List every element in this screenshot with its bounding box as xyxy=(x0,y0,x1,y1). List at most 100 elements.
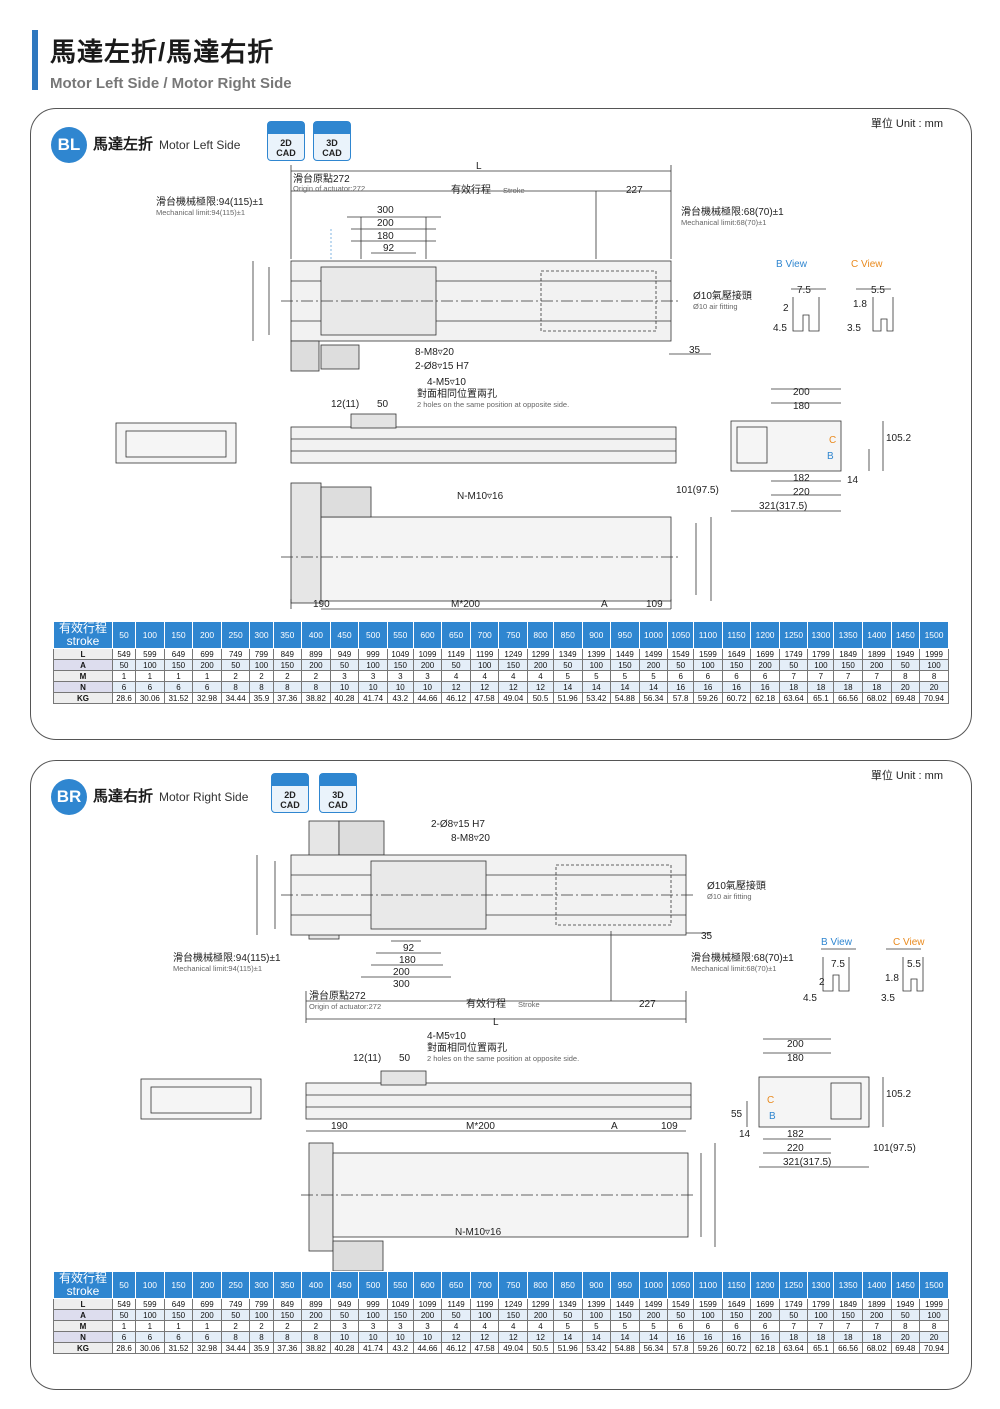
holes-note: 4-M5▿10 xyxy=(427,1031,466,1042)
table-cell: 949 xyxy=(329,648,360,660)
table-cell: 200 xyxy=(638,1309,669,1321)
tap-8-m8: 8-M8▿20 xyxy=(451,833,490,844)
table-cell: 100 xyxy=(358,1309,388,1321)
section-title-zh: 馬達右折 xyxy=(93,788,154,805)
table-cell: 70.94 xyxy=(919,692,949,704)
stroke-header-cell: 200 xyxy=(192,621,222,649)
table-cell: 50 xyxy=(890,659,921,671)
table-cell: 70.94 xyxy=(919,1342,949,1354)
table-cell: 32.98 xyxy=(192,1342,222,1354)
table-cell: 57.8 xyxy=(667,692,695,704)
table-cell: 62.18 xyxy=(750,692,780,704)
dim-300: 300 xyxy=(377,205,394,216)
table-cell: 57.8 xyxy=(667,1342,695,1354)
stroke-header-cell: 50 xyxy=(111,1271,137,1299)
mech-limit-left-en: Mechanical limit:94(115)±1 xyxy=(173,964,262,973)
origin-label: 滑台原點272 xyxy=(293,172,350,185)
page-title: 馬達左折/馬達右折 xyxy=(50,37,275,67)
dim-200: 200 xyxy=(393,967,410,978)
table-cell: 12 xyxy=(469,681,500,693)
dim-55: 55 xyxy=(731,1109,743,1120)
table-cell: 1199 xyxy=(469,648,500,660)
table-cell: 3 xyxy=(386,1320,414,1332)
table-cell: 200 xyxy=(638,659,669,671)
table-cell: 8 xyxy=(890,1320,921,1332)
stroke-header-cell: 1450 xyxy=(890,1271,921,1299)
cad-3d-line1: 3D xyxy=(332,790,344,800)
stroke-header-cell: 1050 xyxy=(667,621,695,649)
table-cell: 1249 xyxy=(498,648,529,660)
stroke-header-cell: 1100 xyxy=(693,1271,723,1299)
table-cell: 60.72 xyxy=(721,692,752,704)
stroke-header-cell: 400 xyxy=(301,1271,331,1299)
table-head-en: stroke xyxy=(66,1284,100,1298)
table-cell: 150 xyxy=(833,659,863,671)
stroke-header-cell: 750 xyxy=(498,621,529,649)
table-cell: 100 xyxy=(358,659,388,671)
stroke-header-cell: 450 xyxy=(329,621,360,649)
table-cell: 7 xyxy=(778,1320,809,1332)
table-cell: 2 xyxy=(220,1320,251,1332)
table-cell: 150 xyxy=(163,1309,194,1321)
table-cell: 1949 xyxy=(890,648,921,660)
table-cell: 38.82 xyxy=(301,1342,331,1354)
stroke-label: 有效行程 xyxy=(466,997,506,1010)
stroke-header-cell: 600 xyxy=(412,621,443,649)
table-cell: 50.5 xyxy=(527,692,554,704)
table-cell: 18 xyxy=(861,681,892,693)
stroke-header-cell: 1200 xyxy=(750,621,780,649)
table-cell: 12 xyxy=(498,1331,529,1343)
table-cell: 16 xyxy=(750,681,780,693)
table-cell: 44.66 xyxy=(412,692,443,704)
stroke-header-cell: 350 xyxy=(272,621,303,649)
table-cell: 34.44 xyxy=(220,692,251,704)
tap-n-m10: N-M10▿16 xyxy=(457,491,504,502)
table-cell: 599 xyxy=(135,1298,165,1310)
dim-182: 182 xyxy=(793,473,810,484)
table-cell: 50.5 xyxy=(527,1342,554,1354)
table-cell: 50 xyxy=(778,1309,809,1321)
table-cell: 6 xyxy=(111,1331,137,1343)
table-cell: 1599 xyxy=(693,1298,723,1310)
table-cell: 200 xyxy=(192,1309,222,1321)
table-cell: 3 xyxy=(386,670,414,682)
table-cell: 68.02 xyxy=(861,1342,892,1354)
dim-7-5: 7.5 xyxy=(797,285,811,296)
stroke-header-cell: 700 xyxy=(469,1271,500,1299)
dim-5-5: 5.5 xyxy=(907,959,921,970)
holes-zh: 對面相同位置兩孔 xyxy=(427,1041,507,1054)
dim-105-2: 105.2 xyxy=(886,1089,911,1100)
stroke-header-cell: 1050 xyxy=(667,1271,695,1299)
table-cell: 1 xyxy=(111,1320,137,1332)
table-cell: 200 xyxy=(861,659,892,671)
stroke-header-cell: 850 xyxy=(552,1271,583,1299)
table-cell: 12 xyxy=(441,1331,471,1343)
stroke-header-cell: 450 xyxy=(329,1271,360,1299)
table-cell: 10 xyxy=(329,1331,360,1343)
mech-limit-right-en: Mechanical limit:68(70)±1 xyxy=(681,218,766,227)
stroke-header-cell: 1400 xyxy=(861,1271,892,1299)
table-cell: 549 xyxy=(111,648,137,660)
table-cell: 1699 xyxy=(750,1298,780,1310)
dim-182: 182 xyxy=(787,1129,804,1140)
dim-101: 101(97.5) xyxy=(676,485,719,496)
table-cell: 14 xyxy=(552,681,583,693)
table-cell: 8 xyxy=(919,670,949,682)
table-cell: 749 xyxy=(220,648,251,660)
table-cell: 1199 xyxy=(469,1298,500,1310)
dim-7-5: 7.5 xyxy=(831,959,845,970)
table-cell: 50 xyxy=(441,659,471,671)
table-cell: 150 xyxy=(833,1309,863,1321)
dim-3-5: 3.5 xyxy=(881,993,895,1004)
table-cell: 5 xyxy=(638,1320,669,1332)
table-cell: 18 xyxy=(861,1331,892,1343)
